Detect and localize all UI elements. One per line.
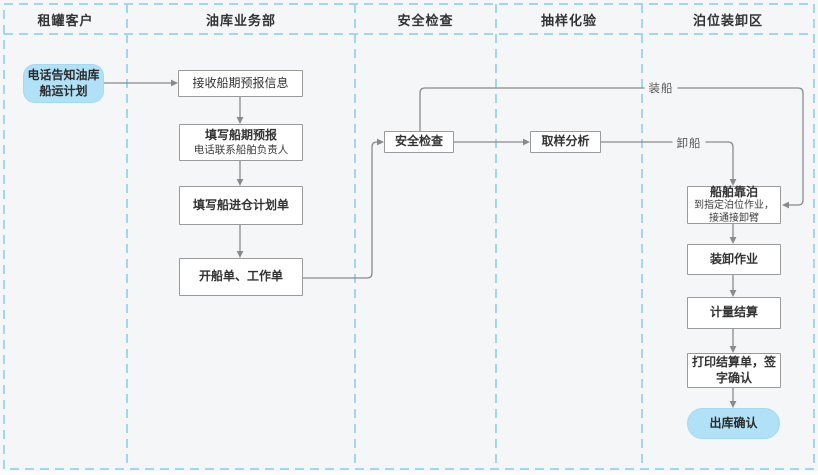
node-ship-berthing: 船舶靠泊 到指定泊位作业， 接通接卸臂 (687, 184, 781, 224)
node-outbound-confirm: 出库确认 (687, 408, 780, 439)
node-phone-notify: 电话告知油库 船运计划 (23, 64, 104, 103)
node-fill-forecast: 填写船期预报 电话联系船舶负责人 (179, 124, 303, 161)
lane-header-safety-check: 安全检查 (397, 12, 454, 28)
node-fill-forecast-title: 填写船期预报 (204, 128, 277, 143)
edge-label-unload-ship: 卸船 (672, 135, 706, 151)
node-ship-berthing-subtitle: 到指定泊位作业， 接通接卸臂 (694, 200, 774, 224)
node-fill-forecast-subtitle: 电话联系船舶负责人 (193, 143, 289, 156)
node-loading-operation: 装卸作业 (687, 244, 781, 275)
node-measurement-settlement: 计量结算 (687, 297, 781, 329)
node-issue-orders: 开船单、工作单 (179, 258, 303, 296)
node-print-sign-confirm: 打印结算单，签 字确认 (687, 353, 781, 388)
node-ship-berthing-title: 船舶靠泊 (709, 184, 758, 199)
node-fill-plan: 填写船进仓计划单 (179, 186, 303, 225)
edge-label-load-ship: 装船 (644, 80, 678, 96)
lane-header-sampling-test: 抽样化验 (540, 12, 597, 28)
node-safety-check: 安全检查 (384, 131, 454, 153)
node-receive-forecast: 接收船期预报信息 (178, 70, 303, 97)
lane-header-tank-customer: 租罐客户 (37, 12, 94, 28)
lane-header-berth-area: 泊位装卸区 (692, 12, 763, 28)
node-sampling-analysis: 取样分析 (530, 131, 601, 153)
lane-header-depot-business: 油库业务部 (205, 12, 276, 28)
